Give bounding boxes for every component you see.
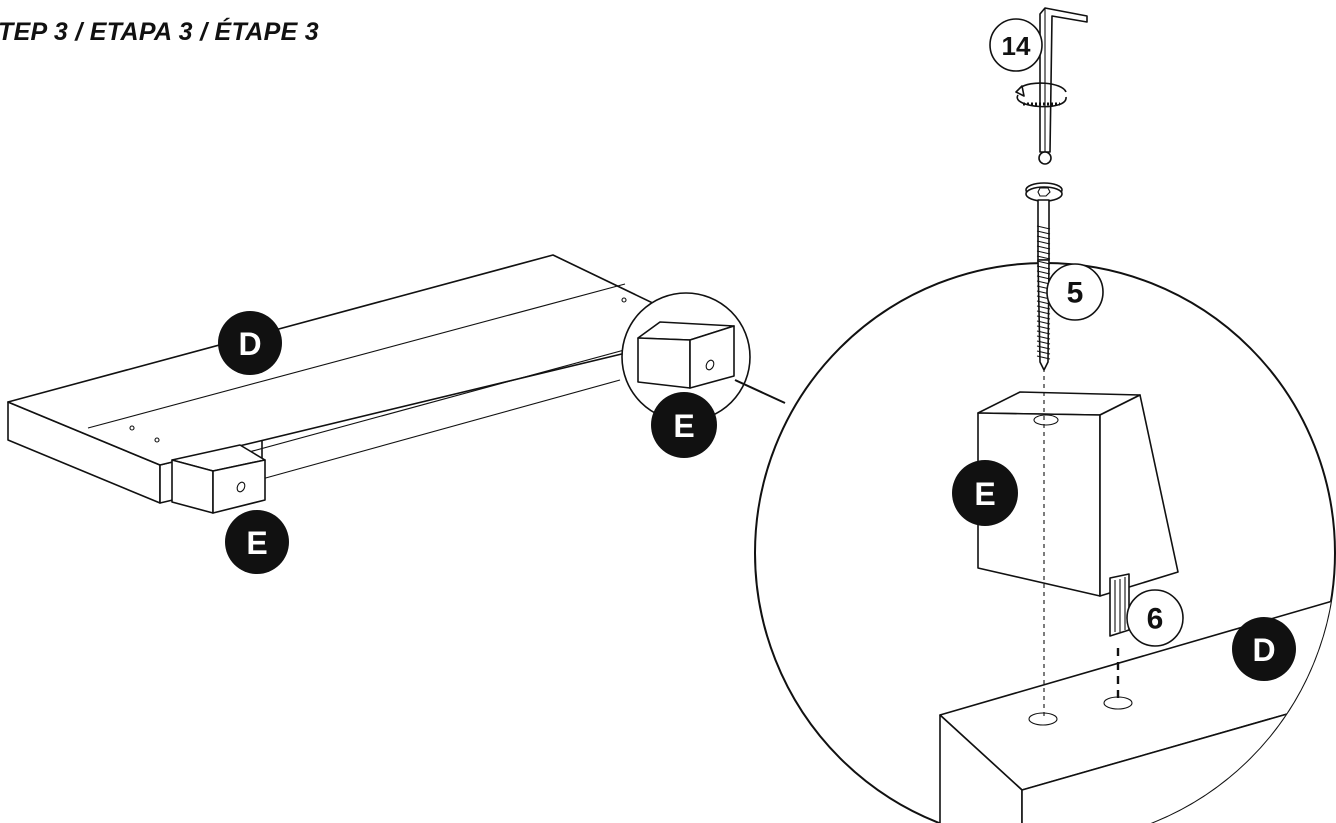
badge-d-detail: D [1232,617,1296,681]
bolt-thread-line [1036,330,1051,335]
bolt-thread-line [1036,260,1051,265]
dowel-icon [1109,573,1130,702]
bolt-thread-line [1036,350,1051,355]
bolt-thread-line [1036,320,1051,325]
bolt-thread-line [1036,245,1051,250]
badge-d-overview: D [218,311,282,375]
bolt-thread-line [1036,255,1051,260]
bolt-thread-line [1036,340,1051,345]
callout-6: 6 [1126,589,1184,647]
badge-e-front-label: E [246,525,267,561]
bolt-thread-line [1036,270,1051,275]
callout-14-label: 14 [1002,31,1031,61]
panel-d-body [7,254,714,504]
badge-e-rear-label: E [673,408,694,444]
overview-assembly: D E E [7,254,786,574]
foot-e-front [171,444,266,514]
bolt-icon [1025,182,1063,371]
foot-e-detail [977,391,1179,597]
bolt-thread-line [1036,250,1051,255]
bolt-thread-line [1036,315,1051,320]
bolt-thread-line [1036,235,1051,240]
bolt-thread-line [1036,310,1051,315]
badge-e-detail-label: E [974,476,995,512]
allen-key-icon [1038,7,1088,165]
callout-5: 5 [1046,263,1104,321]
badge-e-detail: E [952,460,1018,526]
callout-14: 14 [989,18,1043,72]
bolt-thread-line [1036,230,1051,235]
badge-e-front: E [225,510,289,574]
callout-5-label: 5 [1067,277,1084,310]
badge-e-rear: E [651,392,717,458]
badge-d-overview-label: D [238,326,261,362]
bolt-thread-line [1036,335,1051,340]
badge-d-detail-label: D [1252,632,1275,668]
bolt-thread-line [1036,265,1051,270]
step-title: TEP 3 / ETAPA 3 / ÉTAPE 3 [0,18,320,46]
bolt-thread-line [1036,305,1051,310]
bolt-thread-line [1036,275,1051,280]
magnifier-ring [621,292,786,422]
bolt-thread-line [1036,355,1051,360]
bolt-thread-line [1036,325,1051,330]
rotate-arrow-icon [1015,82,1067,108]
bolt-thread-line [1036,300,1051,305]
bolt-thread-line [1036,225,1051,230]
bolt-thread-line [1036,240,1051,245]
callout-6-label: 6 [1147,603,1164,636]
bolt-thread-line [1036,345,1051,350]
